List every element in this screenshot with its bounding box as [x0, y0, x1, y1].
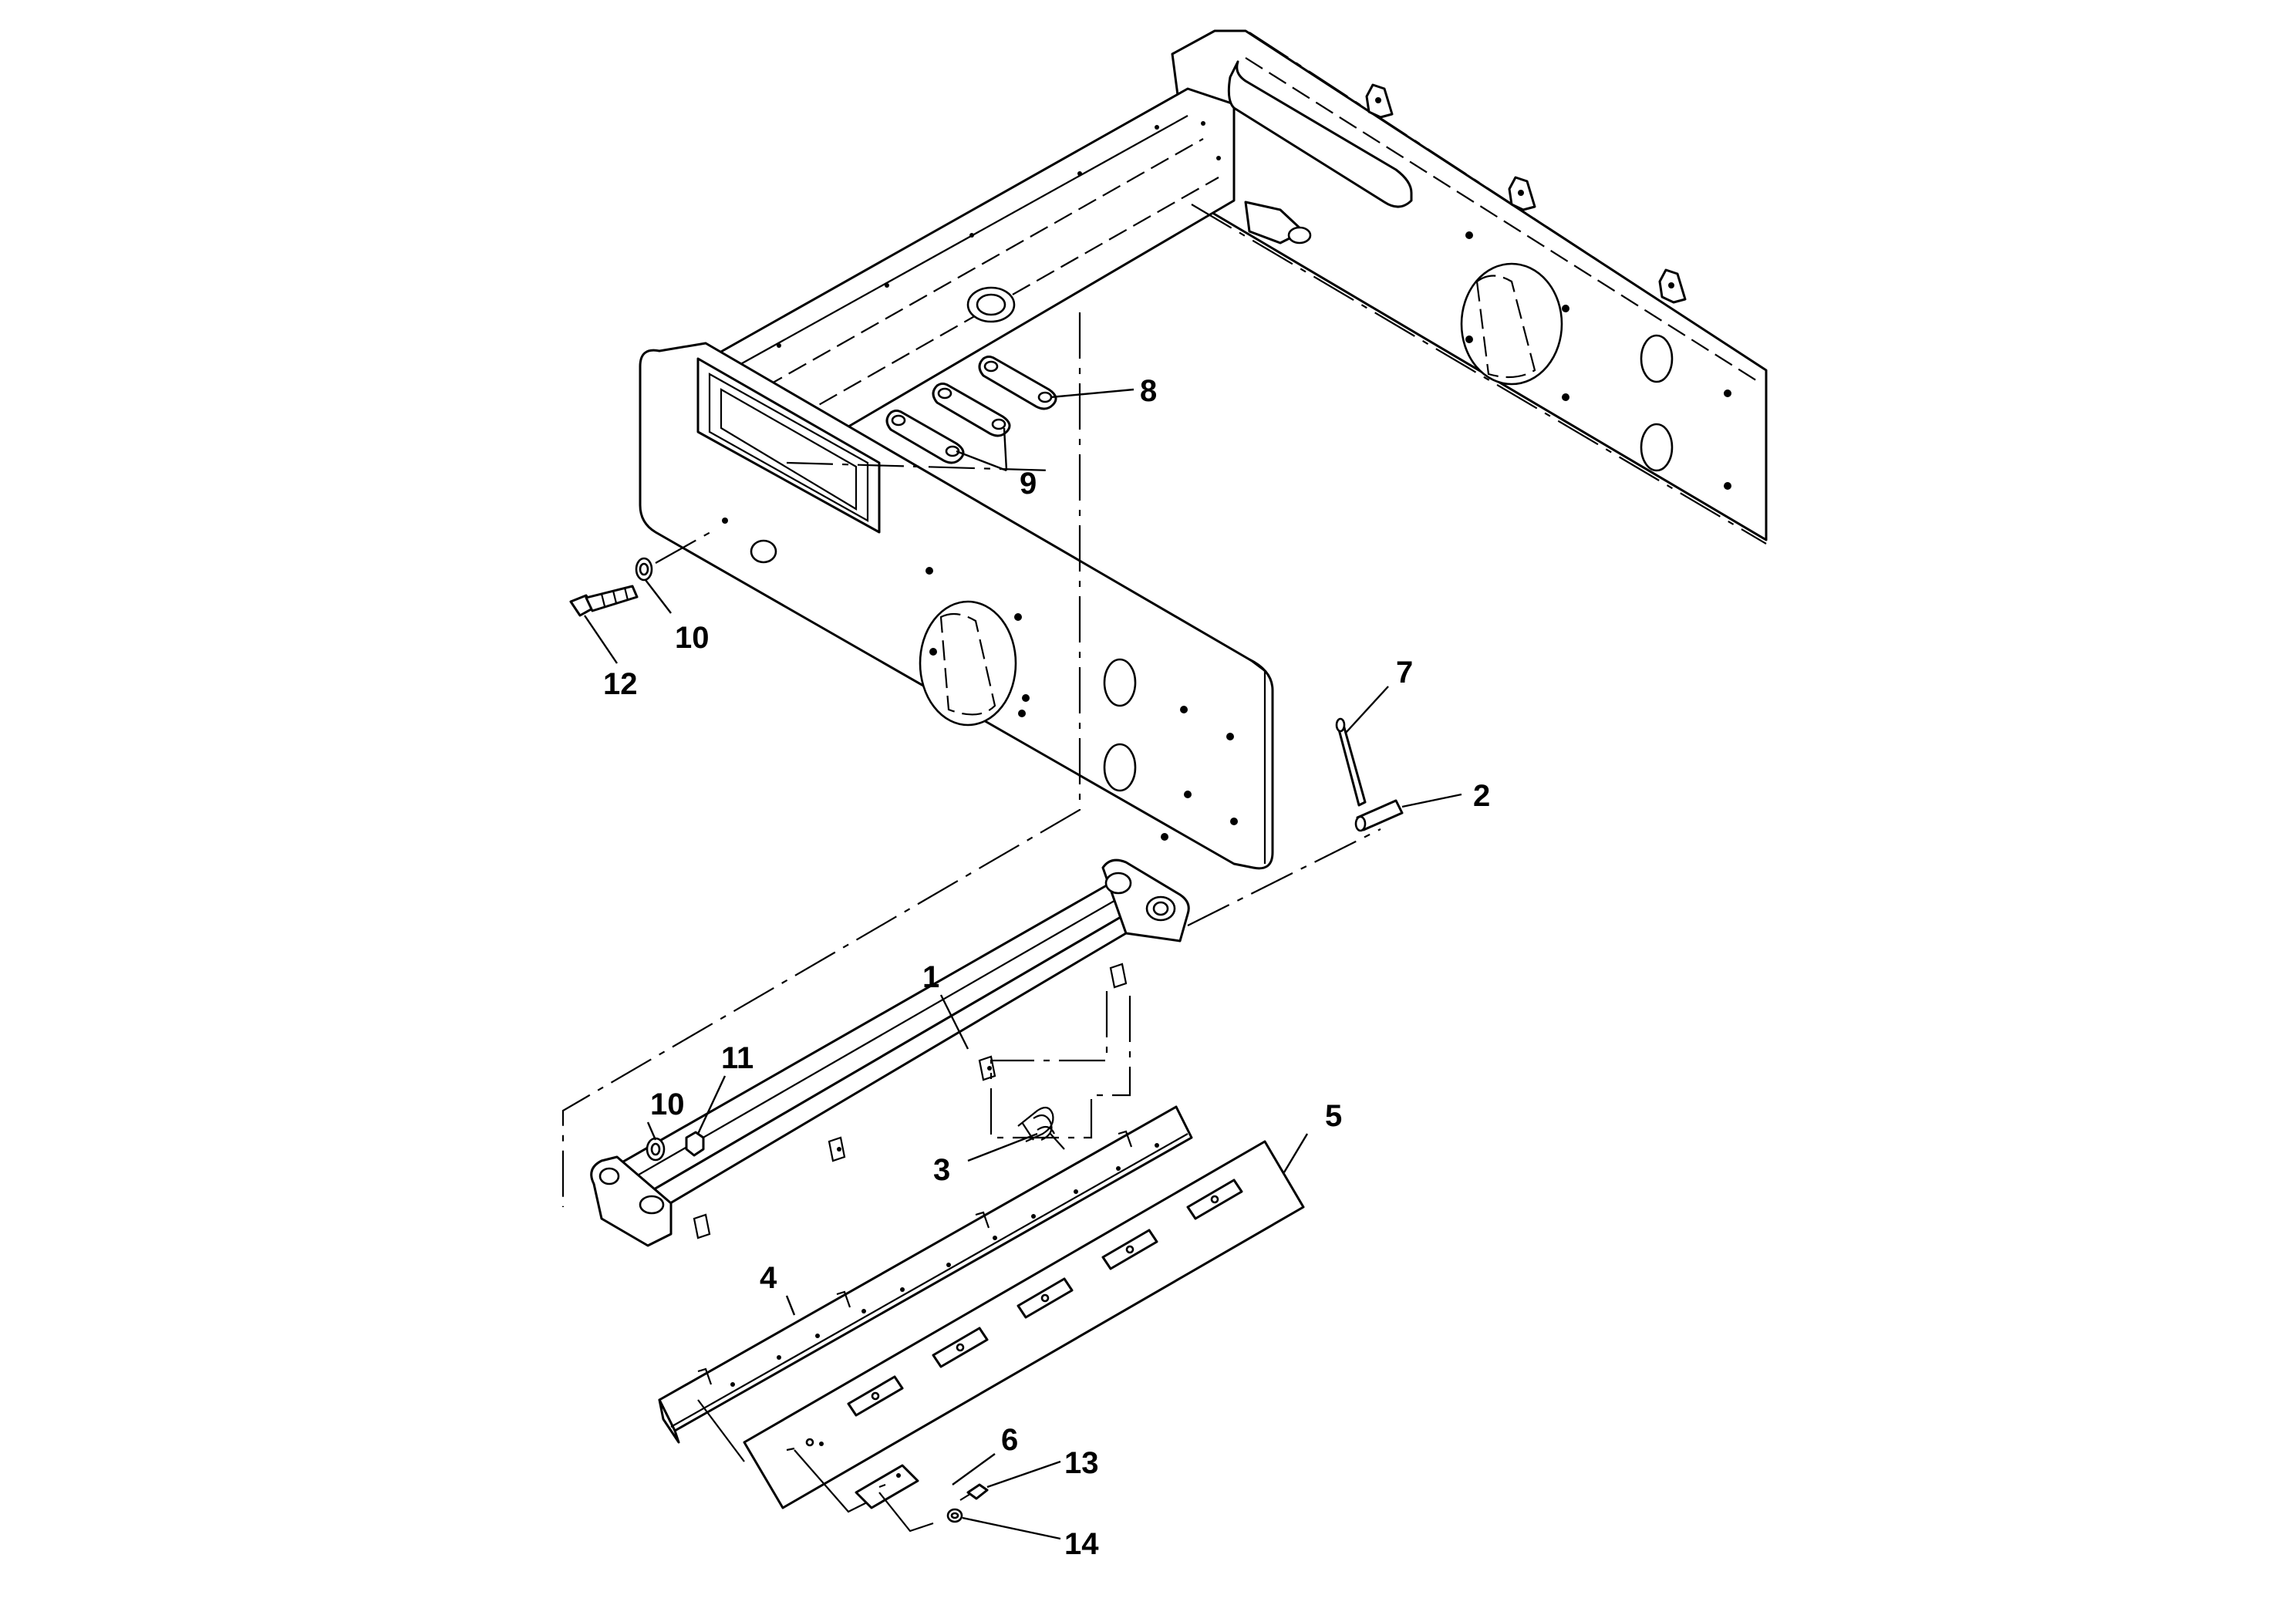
callout-12: 12	[603, 667, 638, 701]
pin-centerline	[1187, 828, 1381, 926]
assembly-boundary-frame	[786, 461, 1054, 472]
screw-and-washer	[946, 1483, 989, 1523]
callout-1: 1	[922, 960, 939, 994]
callout-3: 3	[933, 1153, 950, 1187]
callout-2: 2	[1473, 779, 1490, 813]
spring-bar-assembly	[590, 858, 1190, 1247]
callout-8: 8	[1140, 374, 1157, 408]
leader-lines	[584, 388, 1462, 1540]
bolt-and-washer	[569, 528, 718, 617]
callout-9: 9	[1020, 467, 1037, 501]
assembly-guide-lines	[697, 1399, 872, 1513]
main-frame	[639, 29, 1768, 870]
assembly-boundary-left	[561, 312, 1081, 1207]
angle-bar	[658, 1105, 1193, 1444]
callout-14: 14	[1064, 1527, 1099, 1561]
callout-13: 13	[1064, 1446, 1099, 1480]
pin-and-cotter	[1335, 717, 1404, 832]
spring-boundary	[990, 991, 1131, 1139]
callout-10-bottom: 10	[650, 1088, 685, 1121]
wear-strip	[855, 1464, 934, 1533]
callout-7: 7	[1396, 656, 1413, 690]
callout-6: 6	[1001, 1423, 1018, 1457]
callout-11: 11	[721, 1041, 754, 1075]
torsion-spring	[1017, 1106, 1065, 1150]
callout-5: 5	[1325, 1099, 1342, 1133]
link-plates	[885, 356, 1057, 464]
callout-4: 4	[760, 1261, 777, 1295]
rubber-flap	[743, 1140, 1305, 1509]
callout-10-top: 10	[675, 621, 710, 655]
